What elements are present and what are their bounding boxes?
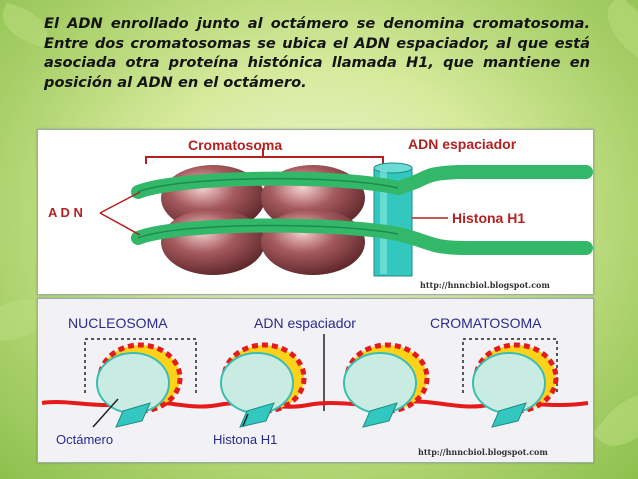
adn-pointers [99, 191, 141, 236]
label-histona-h1: Histona H1 [213, 432, 277, 447]
label-cromatosoma: Cromatosoma [188, 137, 282, 153]
description-text: El ADN enrollado junto al octámero se de… [44, 15, 590, 91]
dotted-brackets [84, 338, 558, 393]
octamero-pointer [92, 398, 119, 428]
nucleosome-3 [343, 342, 430, 428]
label-octamero: Octámero [56, 432, 113, 447]
nucleosome-2 [220, 342, 307, 428]
histona-pointer [242, 413, 249, 427]
nucleosome-4 [472, 342, 559, 428]
label-adn: A D N [48, 205, 83, 220]
leaf-decoration [595, 0, 638, 62]
source-url: http://hnncbiol.blogspot.com [418, 447, 548, 457]
label-nucleosoma: NUCLEOSOMA [68, 315, 168, 331]
nucleosome-figure: NUCLEOSOMA ADN espaciador CROMATOSOMA [37, 298, 594, 463]
label-cromatosoma: CROMATOSOMA [430, 315, 542, 331]
label-histona-h1: Histona H1 [452, 210, 525, 226]
cromatosoma-bracket [145, 148, 384, 164]
nucleosome-1 [96, 342, 183, 428]
chromatosome-figure: Cromatosoma A D N [37, 129, 594, 295]
label-adn-espaciador: ADN espaciador [254, 315, 356, 331]
leaf-decoration [592, 380, 638, 460]
label-adn-espaciador: ADN espaciador [408, 136, 517, 152]
source-url: http://hnncbiol.blogspot.com [420, 280, 550, 290]
